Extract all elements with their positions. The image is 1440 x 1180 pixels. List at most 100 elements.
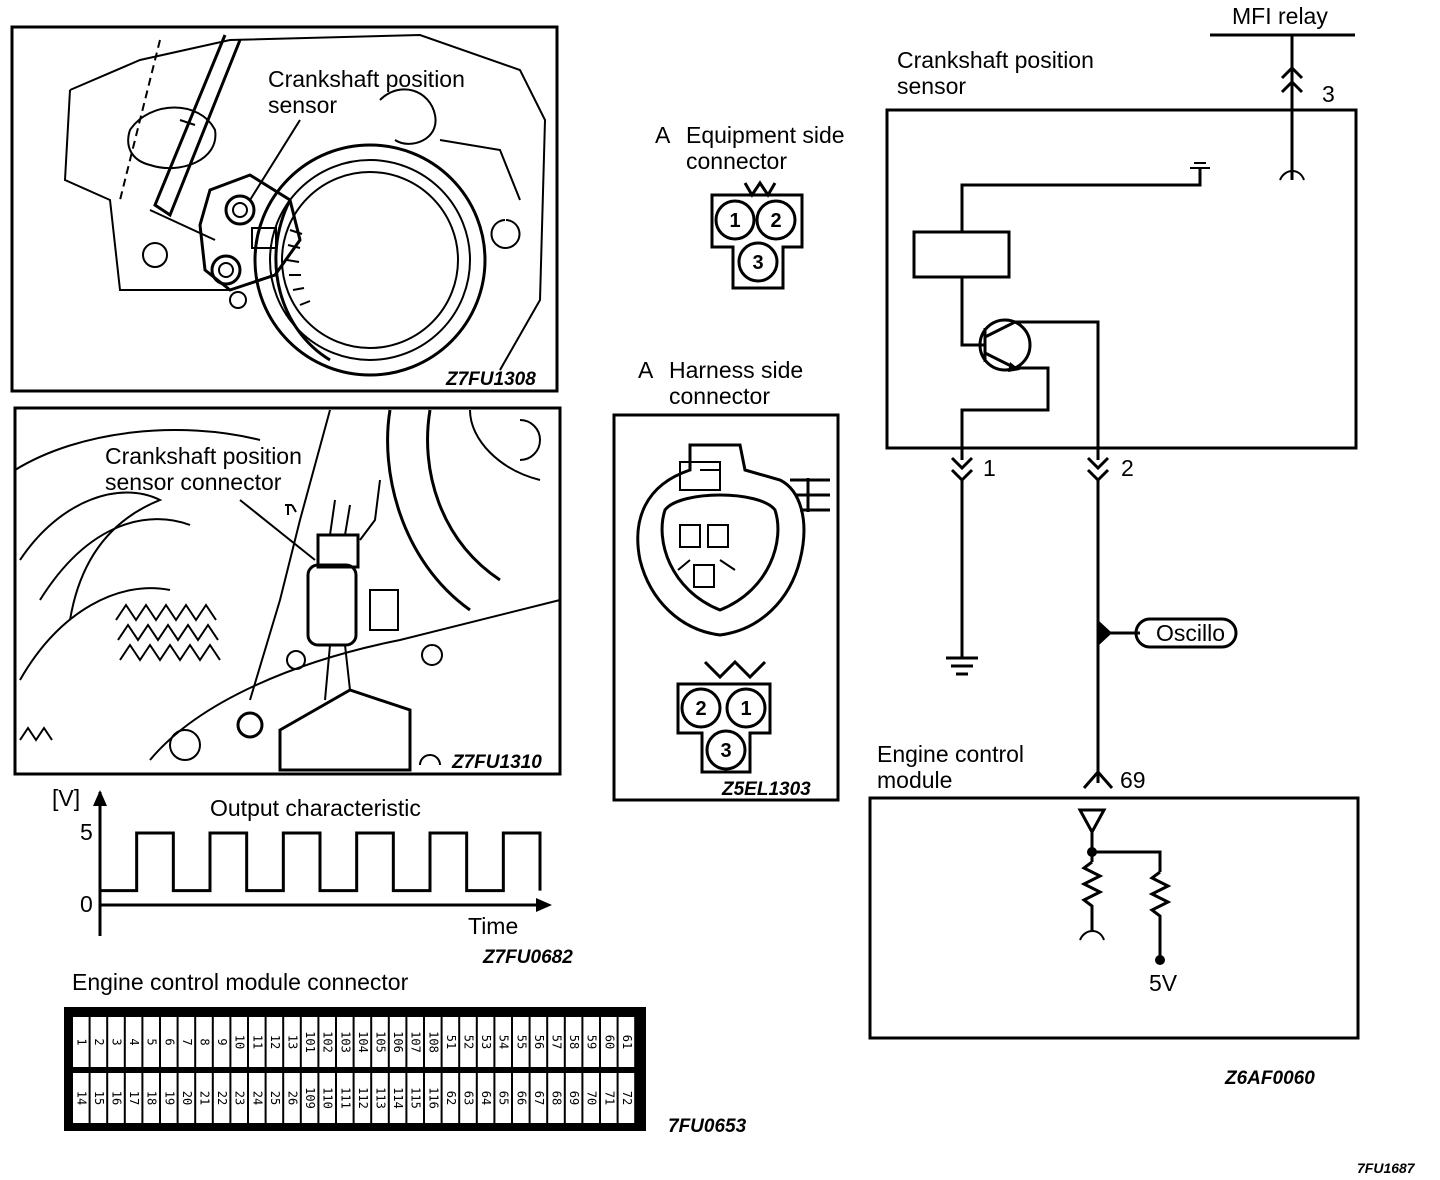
ecm-pin-label: 10 xyxy=(233,1035,247,1049)
resistor-icon xyxy=(1080,860,1104,930)
sensor-bolt-icon xyxy=(224,194,256,226)
ecm-pin-cell xyxy=(231,1073,247,1123)
pin-2 xyxy=(755,199,797,241)
ecm-pin-cell xyxy=(337,1073,353,1123)
ecm-box xyxy=(868,796,1360,1040)
ecm-pin-label: 108 xyxy=(426,1031,440,1053)
figure-code: Z5EL1303 xyxy=(721,779,811,800)
ecm-pin-cell xyxy=(565,1017,582,1067)
ecm-pin-label: 17 xyxy=(127,1091,141,1105)
ecm-pin-label: 11 xyxy=(250,1035,264,1049)
ecm-pin-cell xyxy=(319,1073,335,1123)
output-square-wave xyxy=(100,831,542,893)
ecm-pin-label: 61 xyxy=(620,1035,634,1049)
ecm-label: module xyxy=(877,767,952,793)
pin-label: 1 xyxy=(729,210,740,232)
ecm-pin-cell xyxy=(618,1017,635,1067)
ecm-pin-cell xyxy=(442,1017,459,1067)
ecm-pin-cell xyxy=(495,1073,511,1123)
ecm-pin-cell xyxy=(73,1017,89,1067)
page-code: 7FU1687 xyxy=(1357,1160,1416,1176)
ecm-pin-cell xyxy=(108,1073,124,1123)
crank-sensor-body xyxy=(198,173,302,292)
sensor-photo-label: sensor xyxy=(268,92,337,118)
connector-key-icon xyxy=(743,180,777,198)
connector-prefix: A xyxy=(638,357,654,383)
ecm-pin-label: 56 xyxy=(532,1035,546,1049)
ecm-pin-cell xyxy=(301,1073,318,1123)
figure-code: Z7FU1308 xyxy=(445,369,536,390)
ecm-pin-cell xyxy=(178,1017,195,1067)
ecm-pin-cell xyxy=(213,1017,230,1067)
sensor-connector xyxy=(306,563,358,647)
harness-connector-body xyxy=(636,443,806,637)
ecm-pin-cell xyxy=(249,1017,265,1067)
pin-3 xyxy=(737,241,779,283)
ecm-pin-cell xyxy=(389,1073,406,1123)
ecm-pin-label: 106 xyxy=(391,1031,405,1053)
x-axis-label: Time xyxy=(468,913,518,939)
ecm-pin-cell xyxy=(125,1017,142,1067)
connector-chevron-icon xyxy=(1082,769,1114,789)
connector-chevron-icon xyxy=(950,456,974,483)
ecm-pin-label: 104 xyxy=(356,1031,370,1053)
ecm-pin-cell xyxy=(407,1017,423,1067)
ecm-label: Engine control xyxy=(877,741,1024,767)
ecm-pin-label: 16 xyxy=(110,1091,124,1105)
ecm-pin-label: 22 xyxy=(215,1091,229,1105)
ecm-pin-label: 65 xyxy=(497,1091,511,1105)
ecm-pin-label: 14 xyxy=(74,1091,88,1105)
ecm-pin-label: 58 xyxy=(567,1035,581,1049)
ecm-pin-label: 19 xyxy=(162,1091,176,1105)
sensor-label: Crankshaft position xyxy=(897,47,1094,73)
ecm-pin-cell xyxy=(90,1017,107,1067)
ecm-pin-label: 63 xyxy=(462,1091,476,1105)
ecm-pin-label: 105 xyxy=(374,1031,388,1053)
ecm-pin-cell xyxy=(90,1073,107,1123)
ecm-pin-cell xyxy=(178,1073,195,1123)
harness-connector-frame xyxy=(612,413,840,802)
ecm-pin-label: 4 xyxy=(127,1038,141,1045)
ecm-pin-cell xyxy=(425,1073,441,1123)
pin-3 xyxy=(705,729,747,771)
ecm-pin-label: 9 xyxy=(215,1038,229,1045)
ecm-pin-cell xyxy=(460,1073,476,1123)
ecm-pin-label: 13 xyxy=(286,1035,300,1049)
ecm-pin-cell xyxy=(601,1017,617,1067)
ecm-pin-label: 67 xyxy=(532,1091,546,1105)
connector-title: connector xyxy=(669,383,770,409)
ecm-pin-cell xyxy=(213,1073,230,1123)
connector-housing xyxy=(710,193,804,290)
ecm-pin-label: 64 xyxy=(479,1091,493,1105)
ecm-connector-title: Engine control module connector xyxy=(72,969,409,995)
ecm-pin-label: 103 xyxy=(338,1031,352,1053)
ecm-pin-label: 20 xyxy=(180,1091,194,1105)
connector-photo-label: sensor connector xyxy=(105,469,282,495)
ecm-pin-label: 15 xyxy=(92,1091,106,1105)
ecm-pin-label: 70 xyxy=(585,1091,599,1105)
ecm-pin-label: 7 xyxy=(180,1038,194,1045)
sensor-photo-frame xyxy=(10,25,559,393)
ecm-pin-cell xyxy=(161,1073,177,1123)
buffer-icon xyxy=(1077,808,1107,836)
y-axis-arrow-icon xyxy=(93,790,107,806)
ecm-pin-cell xyxy=(143,1017,159,1067)
ecm-pin-label: 102 xyxy=(321,1031,335,1053)
junction-icon xyxy=(1155,955,1165,965)
ecm-pin-cell xyxy=(125,1073,142,1123)
ecm-pin-cell xyxy=(284,1017,300,1067)
ecm-pin-cell xyxy=(266,1017,283,1067)
sensor-location-illustration: Crankshaft position sensor Z7FU1308 xyxy=(10,25,559,393)
oscilloscope-tag xyxy=(1134,617,1238,649)
ecm-pin-cell xyxy=(196,1073,212,1123)
ecm-pin-label: 55 xyxy=(514,1035,528,1049)
ecm-pin-cell xyxy=(354,1073,371,1123)
ecm-pin-label: 113 xyxy=(374,1087,388,1109)
ecm-pin-cell xyxy=(196,1017,212,1067)
sensor-photo-label: Crankshaft position xyxy=(268,66,465,92)
transistor-icon xyxy=(978,318,1032,372)
ecm-pin-label: 116 xyxy=(426,1087,440,1109)
ecm-pin-label: 109 xyxy=(303,1087,317,1109)
